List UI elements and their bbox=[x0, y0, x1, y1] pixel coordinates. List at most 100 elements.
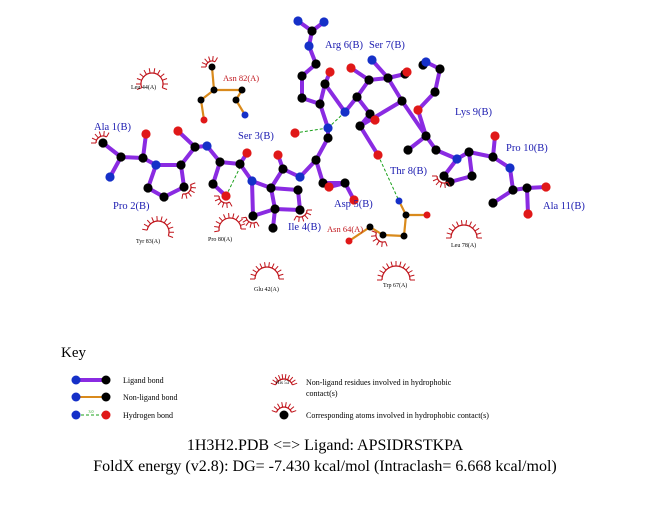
key-contact-atom bbox=[280, 411, 289, 420]
nitrogen-atom bbox=[421, 57, 430, 66]
label-pro80: Pro 80(A) bbox=[208, 236, 232, 243]
label-asn82: Asn 82(A) bbox=[223, 73, 259, 83]
key-hbond-length: 3.0 bbox=[89, 409, 94, 414]
carbon-atom bbox=[266, 183, 275, 192]
carbon-atom bbox=[138, 153, 147, 162]
carbon-atom bbox=[488, 198, 497, 207]
carbon-atom bbox=[98, 138, 107, 147]
label-asp5: Asp 5(B) bbox=[334, 199, 373, 210]
oxygen-atom bbox=[273, 150, 282, 159]
key-nitrogen-atom bbox=[72, 376, 81, 385]
label-ser7: Ser 7(B) bbox=[369, 40, 405, 51]
carbon-atom bbox=[467, 171, 476, 180]
label-thr8: Thr 8(B) bbox=[390, 166, 428, 177]
carbon-atom bbox=[340, 178, 349, 187]
carbon-atom bbox=[307, 26, 316, 35]
carbon-atom bbox=[198, 97, 205, 104]
nitrogen-atom bbox=[295, 172, 304, 181]
oxygen-atom bbox=[325, 67, 334, 76]
key-corresponding-atoms-label: Corresponding atoms involved in hydropho… bbox=[306, 411, 489, 420]
carbon-atom bbox=[293, 185, 302, 194]
nitrogen-atom bbox=[452, 154, 461, 163]
key-carbon-atom bbox=[102, 376, 111, 385]
key-carbon-atom bbox=[102, 393, 111, 402]
oxygen-atom bbox=[324, 182, 333, 191]
carbon-atom bbox=[208, 179, 217, 188]
carbon-atom bbox=[295, 205, 304, 214]
hydrophobic-arc-leu78 bbox=[446, 220, 482, 238]
carbon-atom bbox=[383, 73, 392, 82]
carbon-atom bbox=[508, 185, 517, 194]
carbon-atom bbox=[268, 223, 277, 232]
oxygen-atom bbox=[402, 67, 411, 76]
legend-key: Key Ligand bond Non-ligand bond 3.0 Hydr… bbox=[61, 345, 489, 420]
key-his-label: His 53 bbox=[276, 381, 290, 386]
nitrogen-atom bbox=[367, 55, 376, 64]
key-nonligand-residues-label-2: contact(s) bbox=[306, 389, 338, 398]
carbon-atom bbox=[464, 147, 473, 156]
carbon-atom bbox=[355, 121, 364, 130]
carbon-atom bbox=[235, 159, 244, 168]
oxygen-atom bbox=[346, 238, 353, 245]
oxygen-atom bbox=[201, 117, 208, 124]
carbon-atom bbox=[352, 92, 361, 101]
label-lys9: Lys 9(B) bbox=[455, 107, 493, 118]
oxygen-atom bbox=[346, 63, 355, 72]
carbon-atom bbox=[176, 160, 185, 169]
nitrogen-atom bbox=[202, 141, 211, 150]
label-pro10: Pro 10(B) bbox=[506, 143, 548, 154]
label-ala11: Ala 11(B) bbox=[543, 201, 585, 212]
carbon-atom bbox=[297, 93, 306, 102]
nitrogen-atom bbox=[340, 107, 349, 116]
nitrogen-atom bbox=[505, 163, 514, 172]
carbon-atom bbox=[364, 75, 373, 84]
carbon-atom bbox=[397, 96, 406, 105]
carbon-atom bbox=[311, 155, 320, 164]
hydrophobic-arc-pro80 bbox=[214, 213, 246, 232]
hydrophobic-arc-tyr83 bbox=[142, 216, 174, 237]
carbon-atom bbox=[522, 183, 531, 192]
key-ligand-bond-label: Ligand bond bbox=[123, 376, 164, 385]
carbon-atom bbox=[367, 224, 374, 231]
oxygen-atom bbox=[141, 129, 150, 138]
label-trp67: Trp 67(A) bbox=[383, 282, 407, 289]
label-tyr83: Tyr 83(A) bbox=[136, 238, 160, 245]
key-nitrogen-atom bbox=[72, 393, 81, 402]
key-nonligand-residues-label-1: Non-ligand residues involved in hydropho… bbox=[306, 378, 452, 387]
nitrogen-atom bbox=[242, 112, 249, 119]
hydrophobic-arc-glu42 bbox=[250, 262, 284, 279]
carbon-atom bbox=[403, 145, 412, 154]
nitrogen-atom bbox=[105, 172, 114, 181]
carbon-atom bbox=[323, 133, 332, 142]
key-nonligand-bond-sample bbox=[72, 393, 111, 402]
ligand-bond bbox=[360, 126, 378, 155]
label-pro2: Pro 2(B) bbox=[113, 201, 150, 212]
oxygen-atom bbox=[173, 126, 182, 135]
oxygen-atom bbox=[523, 209, 532, 218]
carbon-atom bbox=[421, 131, 430, 140]
key-hydrogen-bond-label: Hydrogen bond bbox=[123, 411, 173, 420]
oxygen-atom bbox=[221, 191, 230, 200]
nitrogen-atom bbox=[323, 123, 332, 132]
carbon-atom bbox=[380, 232, 387, 239]
oxygen-atom bbox=[290, 128, 299, 137]
carbon-atom bbox=[190, 142, 199, 151]
carbon-atom bbox=[320, 79, 329, 88]
carbon-atom bbox=[248, 211, 257, 220]
label-ile4: Ile 4(B) bbox=[288, 222, 321, 233]
carbon-atom bbox=[435, 64, 444, 73]
key-nitrogen-atom bbox=[72, 411, 81, 420]
nitrogen-atom bbox=[151, 160, 160, 169]
hydrogen-bond bbox=[378, 155, 399, 201]
oxygen-atom bbox=[490, 131, 499, 140]
oxygen-atom bbox=[413, 105, 422, 114]
ligand-bond bbox=[325, 84, 345, 112]
nitrogen-atom bbox=[247, 176, 256, 185]
nitrogen-atom bbox=[293, 16, 302, 25]
label-asn64: Asn 64(A) bbox=[327, 224, 363, 234]
carbon-atom bbox=[159, 192, 168, 201]
carbon-atom bbox=[278, 164, 287, 173]
carbon-atom bbox=[270, 204, 279, 213]
label-leu44: Leu 44(A) bbox=[131, 84, 156, 91]
